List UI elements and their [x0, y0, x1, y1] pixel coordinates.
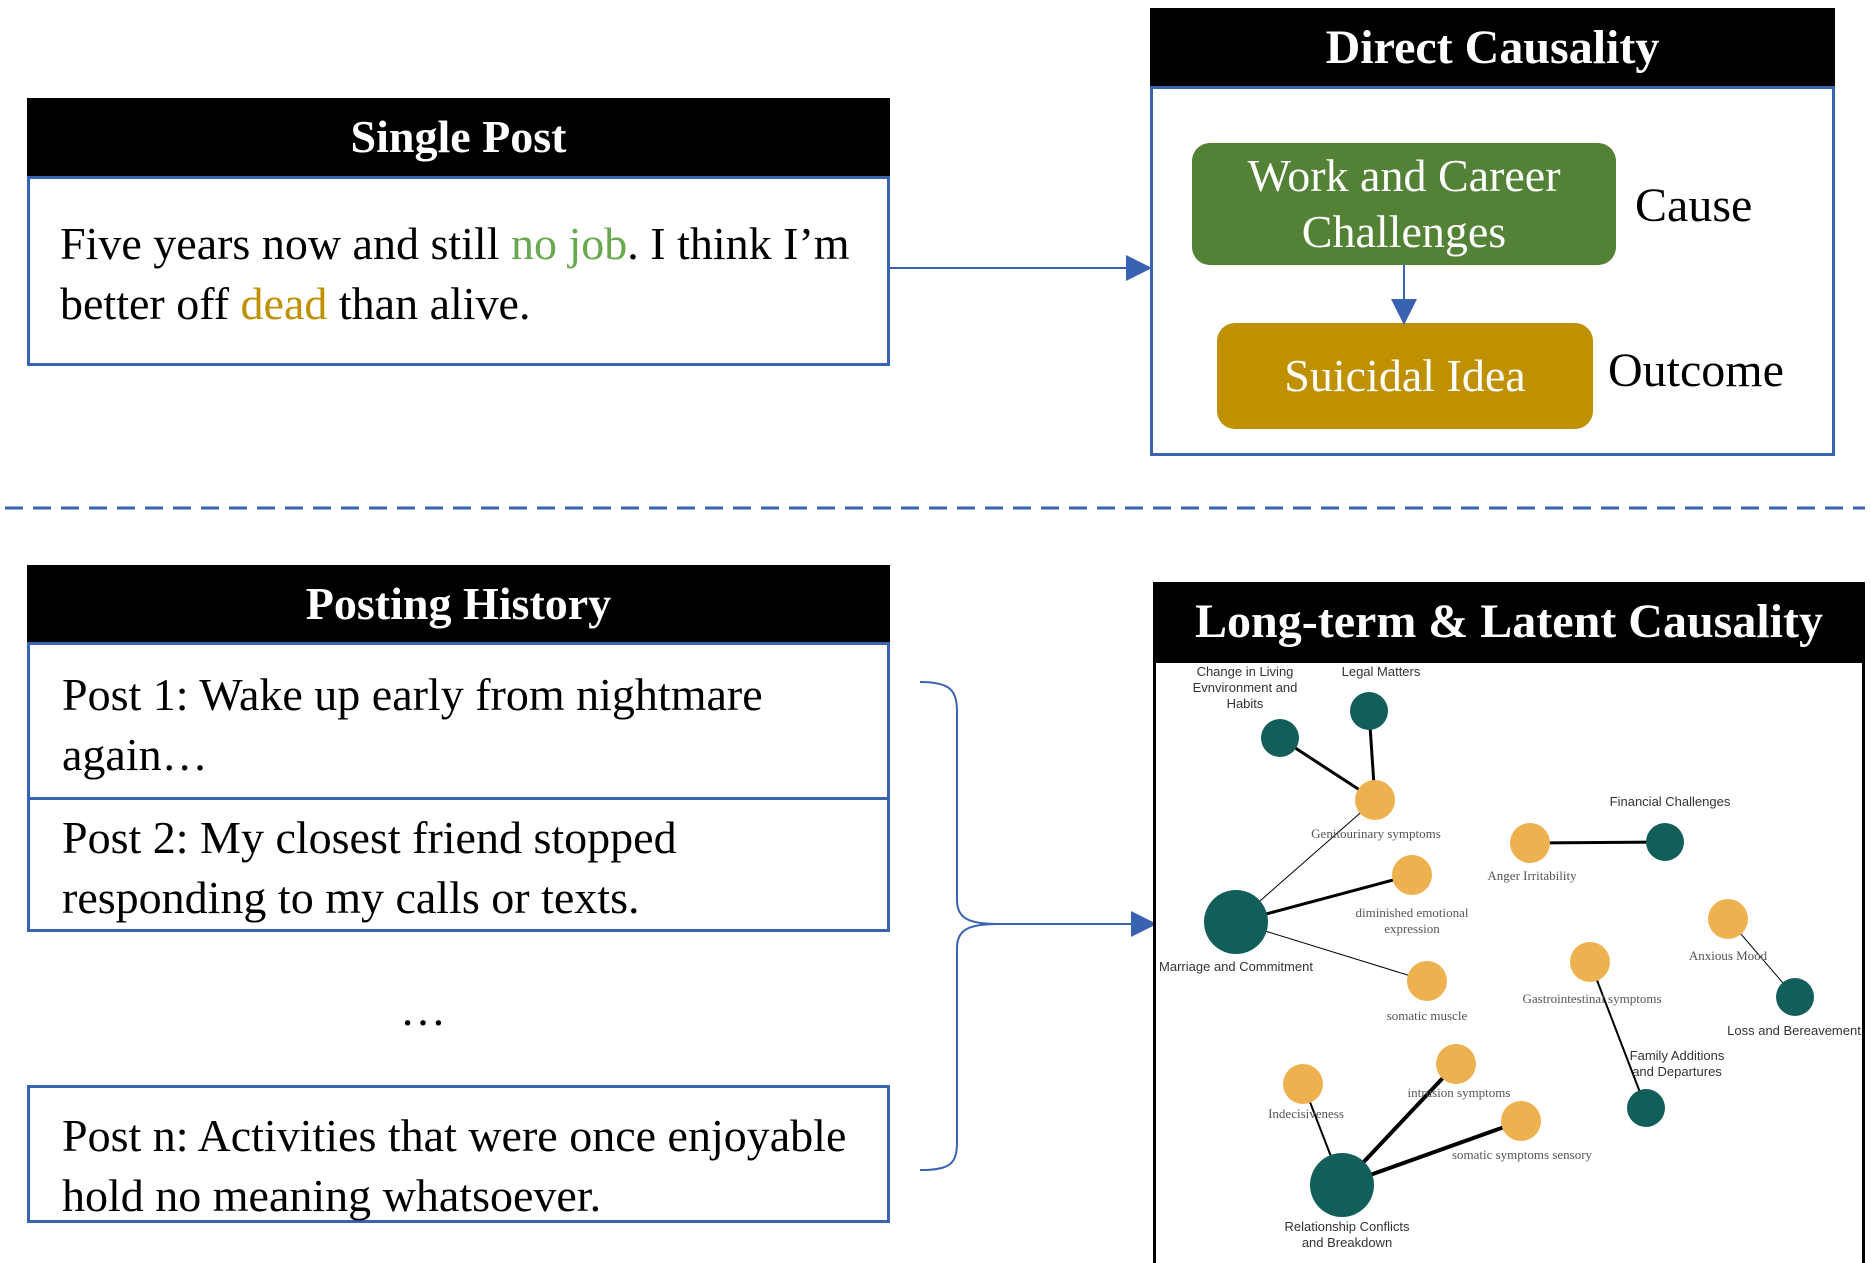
latent-causality-header: Long-term & Latent Causality	[1153, 582, 1865, 662]
outcome-node-label: Suicidal Idea	[1284, 350, 1526, 401]
node-anger	[1510, 823, 1550, 863]
label-intrusion: intrusion symptoms	[1408, 1085, 1511, 1100]
single-post-text: Five years now and still no job. I think…	[60, 214, 857, 334]
label-diminished-2: expression	[1384, 921, 1440, 936]
label-anger: Anger Irritability	[1487, 868, 1577, 883]
node-somatic-sensory	[1501, 1101, 1541, 1141]
node-financial	[1646, 823, 1684, 861]
postn-box: Post n: Activities that were once enjoya…	[27, 1085, 890, 1223]
label-gastro: Gastrointestinal symptoms	[1522, 991, 1661, 1006]
post2-box: Post 2: My closest friend stopped respon…	[27, 797, 890, 932]
label-family-1: Family Additions	[1630, 1048, 1725, 1063]
node-somatic-muscle	[1407, 961, 1447, 1001]
direct-causality-title: Direct Causality	[1325, 21, 1660, 74]
postn-text: Post n: Activities that were once enjoya…	[62, 1110, 847, 1221]
single-post-header: Single Post	[27, 98, 890, 176]
post-text-part: Five years now and still	[60, 218, 511, 269]
label-relationship-1: Relationship Conflicts	[1284, 1219, 1410, 1234]
post1-text: Post 1: Wake up early from nightmare aga…	[62, 669, 763, 780]
posting-history-header: Posting History	[27, 565, 890, 643]
label-indecisiveness: Indecisiveness	[1268, 1106, 1344, 1121]
label-loss: Loss and Bereavement	[1727, 1023, 1861, 1038]
node-gastro	[1570, 942, 1610, 982]
label-genitourinary: Genitourinary symptoms	[1311, 826, 1441, 841]
outcome-label: Outcome	[1608, 344, 1784, 397]
outcome-node: Suicidal Idea	[1217, 323, 1593, 429]
latent-causality-title: Long-term & Latent Causality	[1195, 595, 1823, 648]
label-financial: Financial Challenges	[1610, 794, 1731, 809]
label-diminished-1: diminished emotional	[1355, 905, 1468, 920]
node-diminished	[1392, 855, 1432, 895]
node-genitourinary	[1355, 780, 1395, 820]
label-anxious: Anxious Mood	[1689, 948, 1768, 963]
cause-node: Work and Career Challenges	[1192, 143, 1616, 265]
label-legal: Legal Matters	[1342, 664, 1421, 679]
highlight-no-job: no job	[511, 218, 628, 269]
direct-causality-header: Direct Causality	[1150, 8, 1835, 88]
post2-text: Post 2: My closest friend stopped respon…	[62, 812, 677, 923]
node-legal	[1350, 692, 1388, 730]
node-relationship	[1310, 1153, 1374, 1217]
label-somatic-sensory: somatic symptoms sensory	[1452, 1147, 1593, 1162]
node-intrusion	[1436, 1044, 1476, 1084]
latent-graph-frame	[1153, 660, 1865, 1263]
post-text-part: than alive.	[327, 278, 531, 329]
node-family	[1627, 1089, 1665, 1127]
cause-label: Cause	[1635, 179, 1753, 232]
node-marriage	[1204, 890, 1268, 954]
ellipsis: …	[400, 984, 446, 1035]
posting-history-title: Posting History	[305, 578, 612, 629]
label-change-living-1: Change in Living	[1197, 664, 1294, 679]
highlight-dead: dead	[240, 278, 328, 329]
single-post-box: Five years now and still no job. I think…	[27, 176, 890, 366]
label-change-living-3: Habits	[1227, 696, 1264, 711]
label-marriage: Marriage and Commitment	[1159, 959, 1313, 974]
label-family-2: and Departures	[1632, 1064, 1722, 1079]
label-somatic-muscle: somatic muscle	[1387, 1008, 1468, 1023]
post-text-part: . I think I’m better off	[60, 218, 850, 329]
single-post-title: Single Post	[350, 111, 567, 162]
node-anxious	[1708, 899, 1748, 939]
node-indecisiveness	[1283, 1064, 1323, 1104]
node-loss	[1776, 978, 1814, 1016]
label-change-living-2: Evnvironment and	[1193, 680, 1298, 695]
node-change-living	[1261, 719, 1299, 757]
label-relationship-2: and Breakdown	[1302, 1235, 1392, 1250]
cause-node-label: Work and Career Challenges	[1247, 150, 1561, 257]
